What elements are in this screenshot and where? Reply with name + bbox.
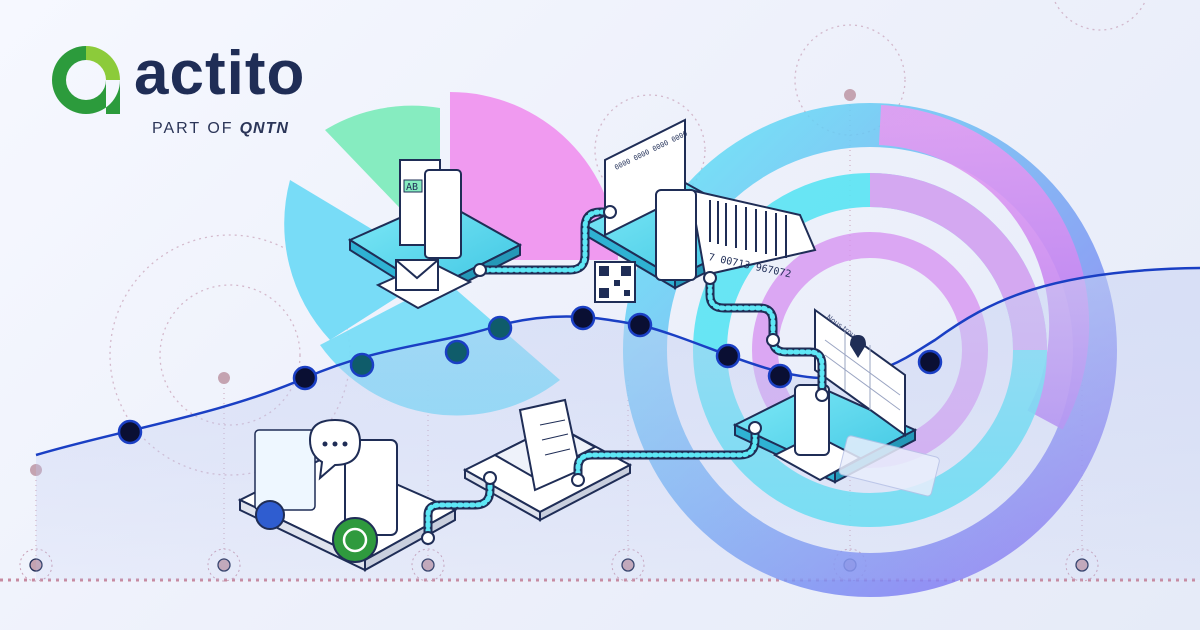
brand-name: actito (134, 39, 306, 108)
journey-connectors (423, 207, 827, 543)
brand-subtitle: PART OF QNTN (152, 120, 289, 138)
journey-points (117, 305, 943, 445)
journey-area (36, 268, 1200, 580)
email-platform: AB (347, 159, 523, 310)
ab-test-label: AB (406, 182, 418, 193)
whatsapp-icon (332, 517, 378, 563)
print-platform (462, 398, 633, 522)
actito-logo-icon (52, 46, 120, 114)
partner-name: QNTN (239, 120, 289, 137)
brand-logo[interactable]: actito PART OF QNTN (46, 39, 346, 150)
chat-platform (237, 418, 458, 572)
store-platform: Nous trouver (732, 308, 940, 497)
brand-subtitle-text: PART OF (152, 120, 234, 137)
connector-nodes (421, 205, 829, 545)
